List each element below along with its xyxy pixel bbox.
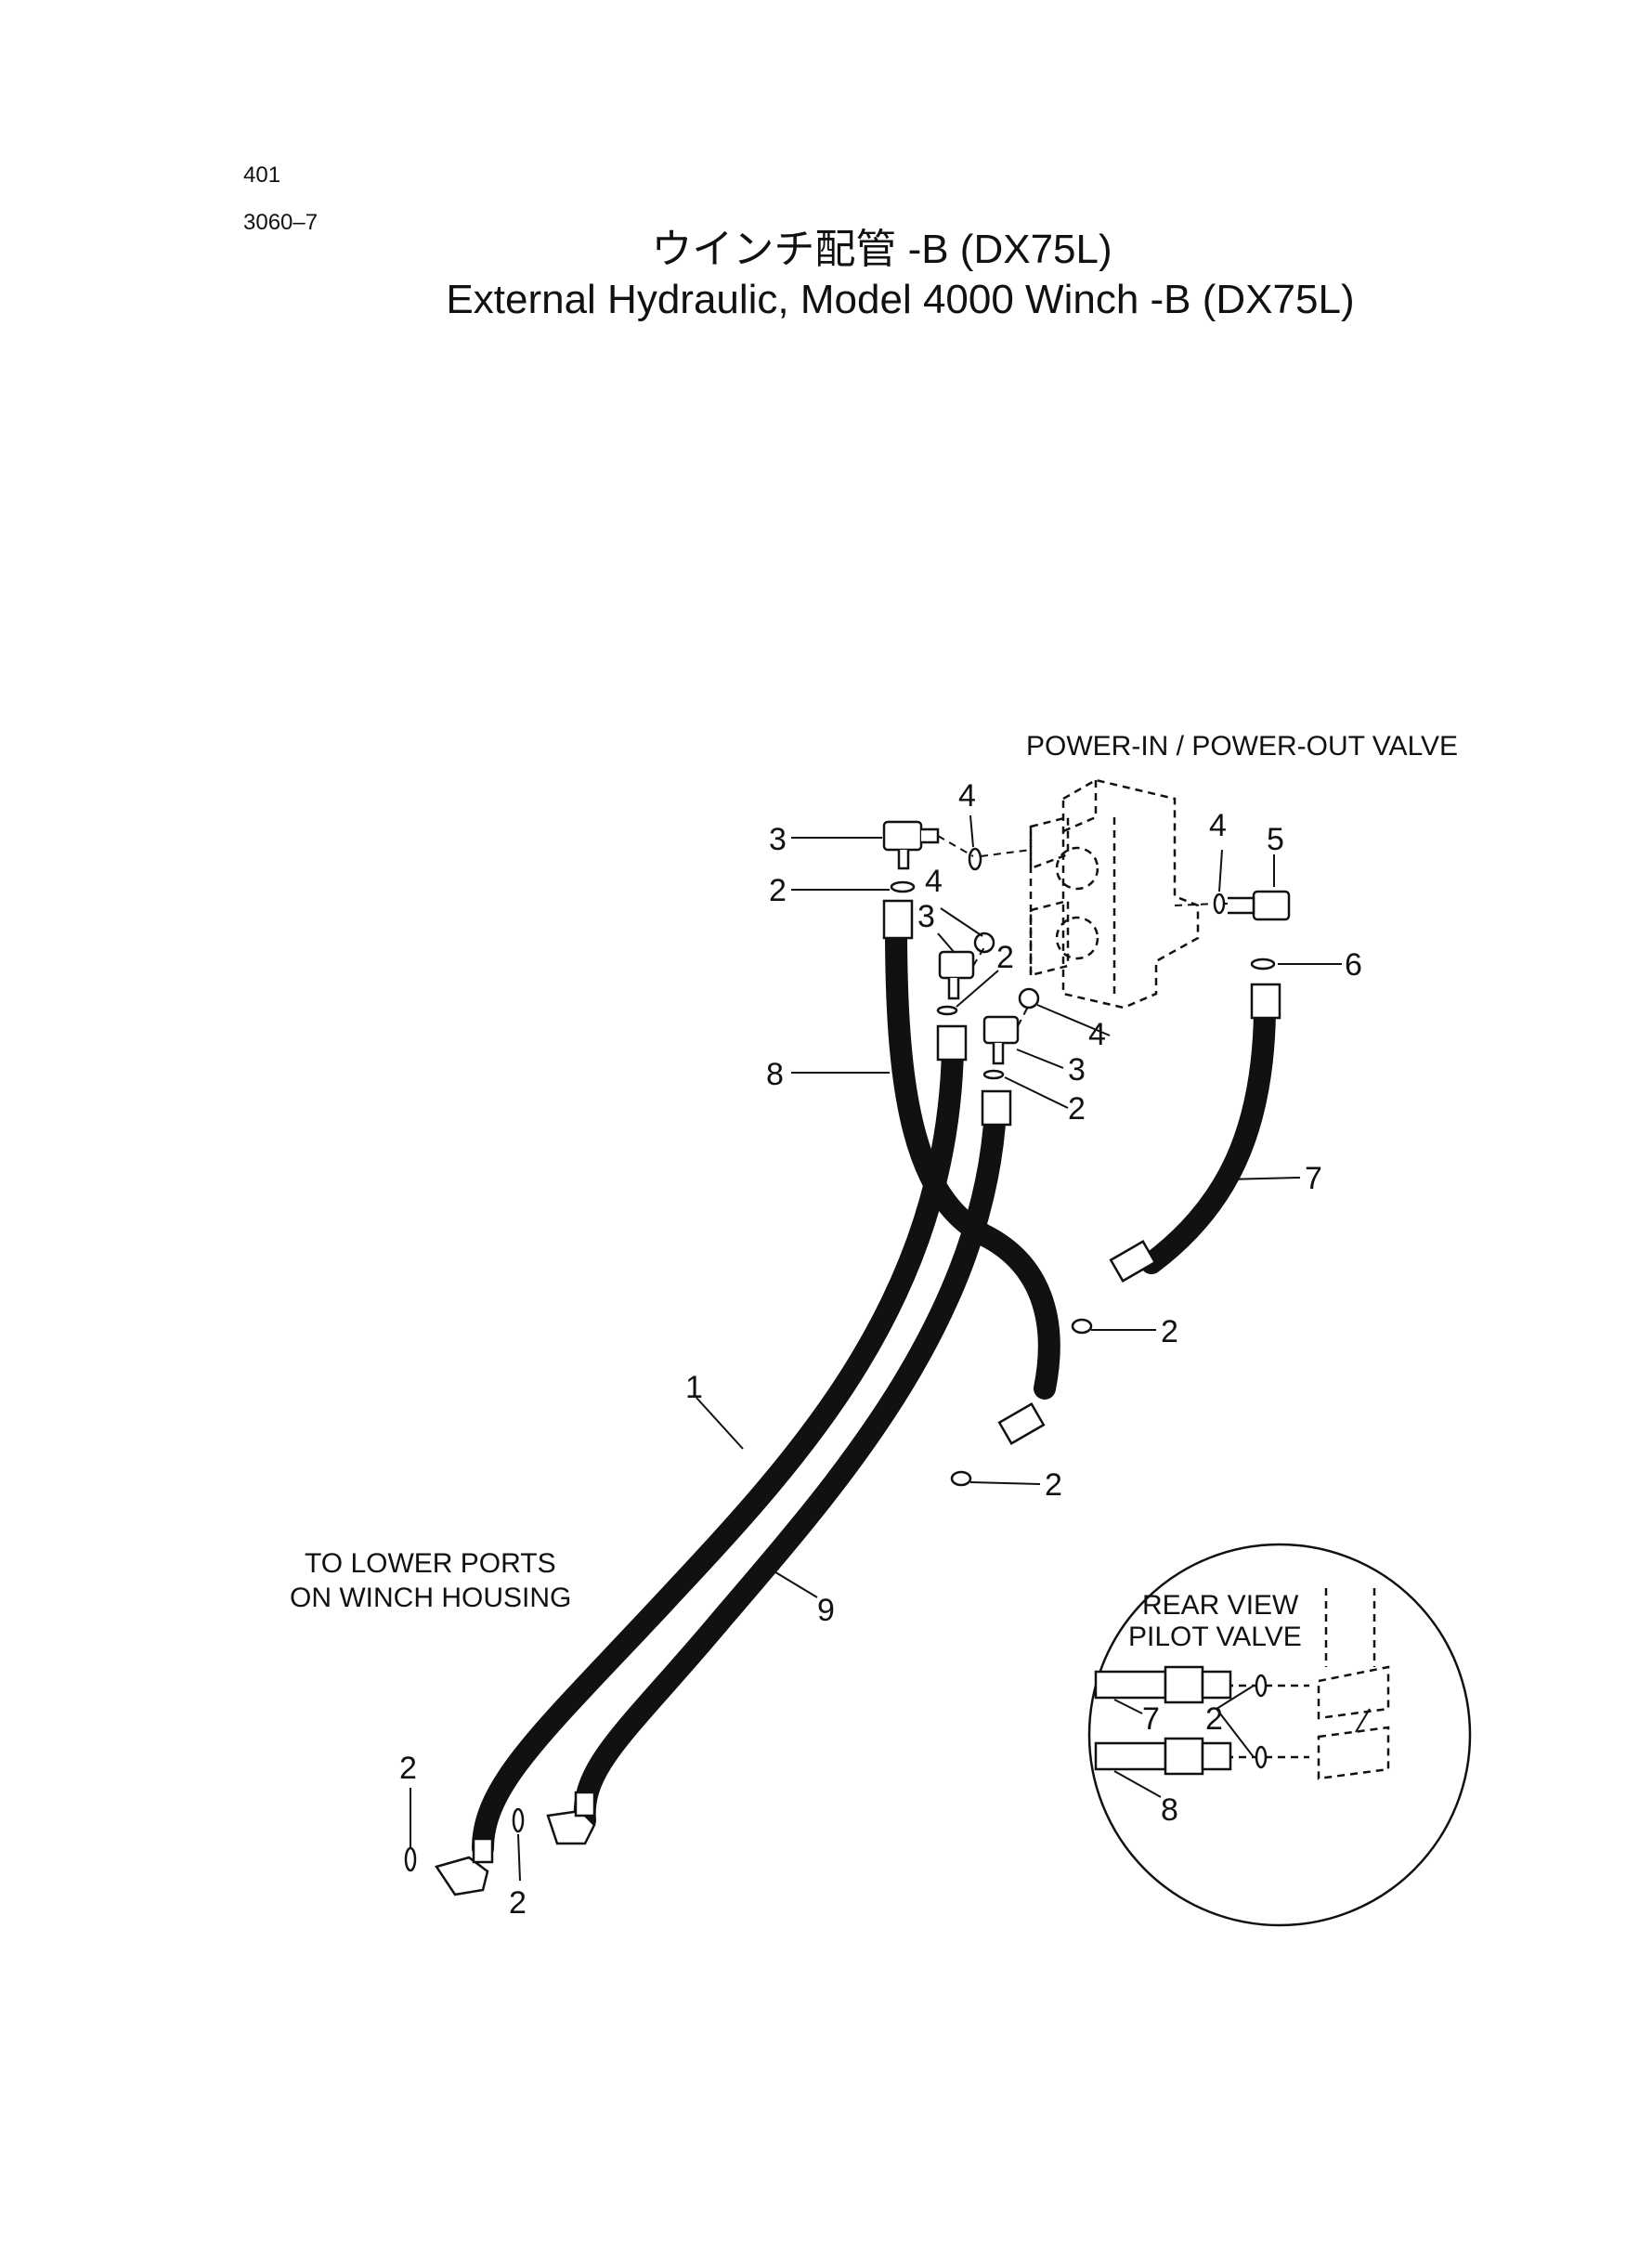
label-lower-ports-2: ON WINCH HOUSING	[290, 1583, 571, 1613]
callout: 1	[685, 1370, 703, 1405]
hose-7	[1140, 1001, 1276, 1274]
callout: 7	[1142, 1701, 1160, 1737]
callout: 5	[1267, 822, 1284, 857]
hose-1	[472, 1038, 964, 1859]
callout: 4	[1209, 808, 1227, 843]
o-rings	[404, 847, 1276, 1872]
callout: 8	[1161, 1792, 1178, 1828]
label-rear-view-1: REAR VIEW	[1142, 1590, 1299, 1621]
callout: 6	[1345, 947, 1362, 983]
callout: 4	[958, 778, 976, 814]
callout: 2	[399, 1751, 417, 1786]
connection-dashes	[937, 835, 1228, 1027]
hose-9	[573, 1099, 1007, 1831]
rear-view-inset	[1087, 1543, 1472, 1927]
callout: 3	[917, 899, 935, 934]
label-rear-view-2: PILOT VALVE	[1128, 1622, 1302, 1652]
label-lower-ports-1: TO LOWER PORTS	[305, 1548, 556, 1579]
callout: 2	[1068, 1091, 1086, 1127]
callout: 2	[1045, 1467, 1062, 1503]
callout: 3	[769, 822, 787, 857]
callout: 8	[766, 1057, 784, 1092]
power-valve-block	[1029, 778, 1200, 1010]
callout: 4	[1088, 1017, 1106, 1052]
page-number: 401	[243, 163, 281, 188]
label-valve: POWER-IN / POWER-OUT VALVE	[1026, 731, 1458, 762]
callout: 2	[509, 1885, 527, 1921]
callout: 2	[1205, 1701, 1223, 1737]
callout: 4	[925, 864, 943, 899]
callout: 2	[769, 873, 787, 908]
title-english: External Hydraulic, Model 4000 Winch -B …	[446, 277, 1355, 322]
callout: 2	[1161, 1314, 1178, 1349]
callout: 7	[1305, 1161, 1322, 1196]
callout: 2	[996, 940, 1014, 975]
figure-number: 3060–7	[243, 210, 319, 235]
leader-lines	[410, 814, 1342, 1882]
title-japanese: ウインチ配管 -B (DX75L)	[651, 227, 1112, 272]
callout: 3	[1068, 1052, 1086, 1088]
callout: 9	[817, 1593, 835, 1628]
